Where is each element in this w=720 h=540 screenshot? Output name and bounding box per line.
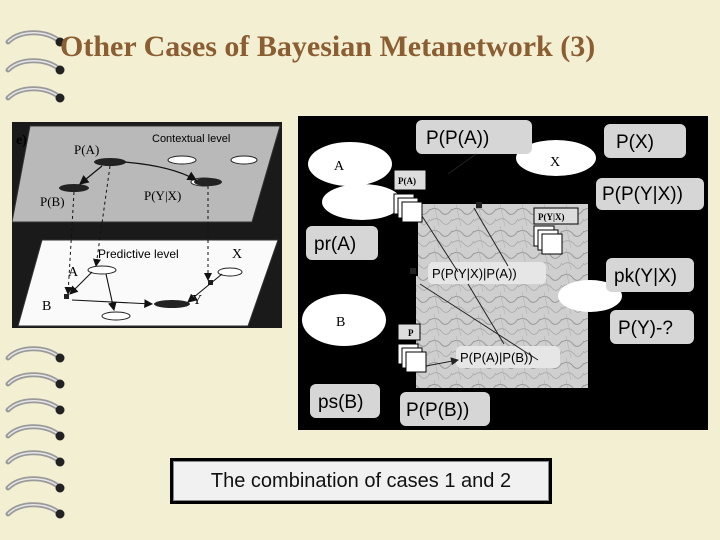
node-y-marker xyxy=(208,280,213,285)
node-x xyxy=(217,267,243,277)
context-node-2 xyxy=(230,155,258,165)
text-node-x: X xyxy=(550,155,560,170)
label-p-b: P(B) xyxy=(40,194,65,209)
node-b-ellipse-f xyxy=(302,294,386,346)
edge-a-b xyxy=(69,271,93,295)
node-y xyxy=(154,300,190,308)
box-p-p-a-p-b xyxy=(456,346,560,368)
box-pk-y-x xyxy=(606,258,694,292)
panel-f: f) P(P(A)) P(X) A X P(A) P(P(Y|X)) P(Y|X… xyxy=(298,116,708,430)
text-pk-y-x: pk(Y|X) xyxy=(614,266,677,287)
slide-title: Other Cases of Bayesian Metanetwork (3) xyxy=(60,30,596,63)
box-pr-a xyxy=(306,226,378,260)
edge-mid-3 xyxy=(467,283,505,345)
node-marker-f xyxy=(410,268,416,274)
edge-stack-ppab xyxy=(425,357,459,367)
node-x-ellipse-f xyxy=(516,140,596,176)
edge-stack-mid xyxy=(421,215,459,273)
binding-ring xyxy=(5,502,65,519)
edge-x-y xyxy=(187,273,223,303)
contextual-level-label: Contextual level xyxy=(152,133,230,145)
node-p-b xyxy=(59,184,89,192)
binding-ring xyxy=(5,86,65,103)
binding-ring xyxy=(5,372,65,389)
text-small-p-a: P(A) xyxy=(398,176,416,186)
text-p-y-unknown: P(Y)-? xyxy=(618,318,673,339)
stack-p-a xyxy=(393,169,427,223)
dash-pb-b xyxy=(64,191,75,295)
label-a: A xyxy=(68,265,79,280)
binding-ring xyxy=(5,424,65,441)
node-a xyxy=(87,265,117,275)
contextual-level-plane xyxy=(11,125,281,223)
node-y-ellipse-f xyxy=(558,280,622,312)
edge-mid-1 xyxy=(473,207,509,267)
edge-b-y xyxy=(71,299,154,309)
label-b: B xyxy=(42,299,51,314)
box-p-p-y-x xyxy=(596,178,704,210)
text-p-x: P(X) xyxy=(616,132,654,153)
box-p-p-a xyxy=(416,120,532,154)
text-p-p-a: P(P(A)) xyxy=(426,128,489,149)
edge-mid-2 xyxy=(419,283,539,361)
node-p-a xyxy=(94,158,126,166)
box-p-p-b xyxy=(400,392,490,426)
text-node-b: B xyxy=(336,315,345,330)
edge-pa-pyx xyxy=(123,161,198,181)
label-x: X xyxy=(232,247,242,262)
caption-box: The combination of cases 1 and 2 xyxy=(170,458,552,504)
caption-text: The combination of cases 1 and 2 xyxy=(173,461,549,501)
context-node-1 xyxy=(167,155,197,165)
box-p-p-y-x-p-a xyxy=(428,262,546,284)
stack-p-lower xyxy=(397,323,427,373)
label-p-y-given-x: P(Y|X) xyxy=(144,188,181,203)
text-p-p-y-x-p-a: P(P(Y|X)|P(A)) xyxy=(432,266,517,281)
panel-f-label: f) xyxy=(308,120,317,135)
node-b-marker xyxy=(64,294,69,299)
text-small-p: P xyxy=(408,328,414,338)
text-p-p-a-p-b: P(P(A)|P(B)) xyxy=(460,350,533,365)
binding-ring xyxy=(5,450,65,467)
dash-pa-a xyxy=(93,165,111,267)
node-lower-ellipse-f xyxy=(322,184,402,220)
binding-ring xyxy=(5,398,65,415)
text-small-p-y-x: P(Y|X) xyxy=(538,212,564,222)
label-p-a: P(A) xyxy=(74,142,99,157)
stack-p-y-x xyxy=(533,207,579,255)
box-p-y-unknown xyxy=(610,310,694,344)
binding-ring xyxy=(5,30,65,47)
binding-ring xyxy=(5,58,65,75)
panel-e: e) Contextual level P(A) P(B) P(Y|X) Pre… xyxy=(11,122,282,328)
panel-e-label: e) xyxy=(16,133,27,148)
node-p-y-given-x xyxy=(194,178,222,186)
predictive-level-label: Predictive level xyxy=(98,247,179,261)
text-node-a: A xyxy=(334,159,345,174)
text-p-p-b: P(P(B)) xyxy=(406,400,469,421)
box-p-x xyxy=(604,124,686,158)
text-p-p-y-x: P(P(Y|X)) xyxy=(602,184,683,205)
edge-a-b2 xyxy=(105,273,117,312)
label-y: Y xyxy=(192,293,202,308)
box-ps-b xyxy=(310,384,380,418)
node-b-ellipse xyxy=(101,311,131,321)
panel-f-diagram: f) P(P(A)) P(X) A X P(A) P(P(Y|X)) P(Y|X… xyxy=(298,116,708,426)
node-marker-f2 xyxy=(476,202,482,208)
edge-pa-pb xyxy=(79,165,103,185)
text-pr-a: pr(A) xyxy=(314,234,356,255)
node-a-ellipse-f xyxy=(308,142,392,186)
panel-e-diagram: e) Contextual level P(A) P(B) P(Y|X) Pre… xyxy=(11,125,281,327)
edge-ppa-stack xyxy=(447,153,477,175)
spiral-binding xyxy=(5,30,65,519)
predictive-level-plane xyxy=(17,239,279,327)
text-ps-b: ps(B) xyxy=(318,392,363,413)
binding-ring xyxy=(5,476,65,493)
binding-ring xyxy=(5,346,65,363)
